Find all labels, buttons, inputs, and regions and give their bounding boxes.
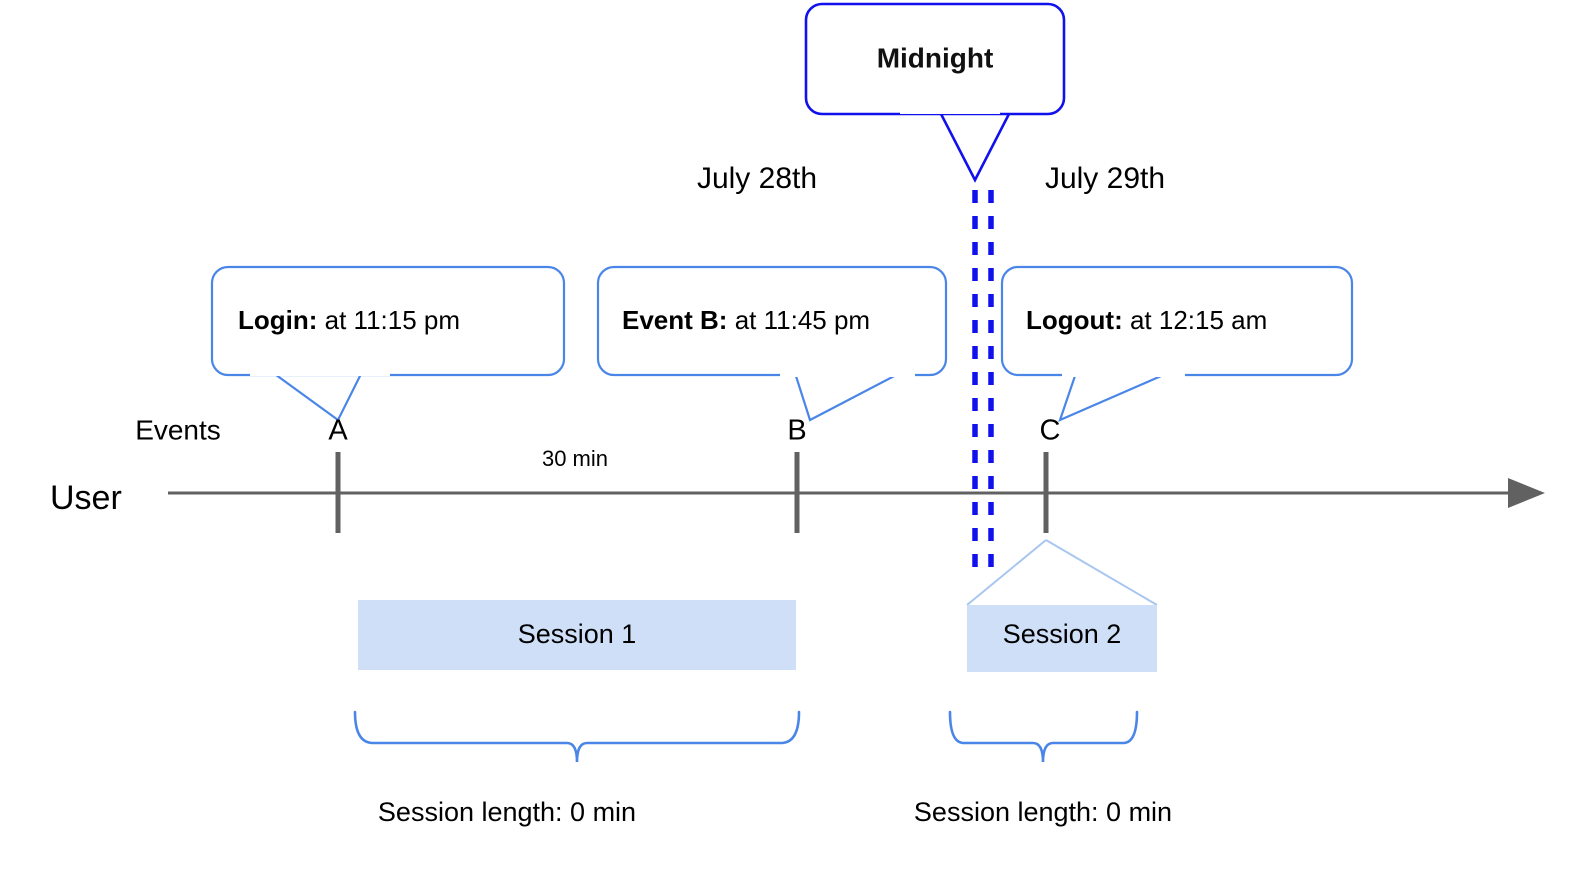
callout-event-b: Event B: at 11:45 pm [596, 265, 948, 422]
session-2-connector-left [966, 539, 1047, 606]
date-label-july-29: July 29th [1045, 162, 1165, 195]
callout-login-tail [268, 370, 364, 422]
callout-login-text: Login: at 11:15 pm [238, 305, 460, 335]
date-label-july-28: July 28th [697, 162, 817, 195]
marker-label-c: C [1040, 415, 1061, 447]
callout-logout-tail [1058, 371, 1169, 423]
session-2-connector [966, 539, 1158, 606]
session-bar-2: Session 2 [967, 605, 1157, 672]
session-2-length-label: Session length: 0 min [914, 797, 1172, 827]
callout-login: Login: at 11:15 pm [210, 265, 566, 422]
session-bar-1-label: Session 1 [518, 619, 637, 649]
callout-event-b-tail [793, 371, 901, 422]
midnight-callout-label: Midnight [877, 42, 994, 73]
marker-label-b: B [787, 415, 806, 447]
callout-logout-text: Logout: at 12:15 am [1026, 305, 1267, 335]
session-2-brace [948, 710, 1139, 763]
callout-event-b-text: Event B: at 11:45 pm [622, 305, 870, 335]
callout-event-b-box [596, 265, 948, 377]
midnight-callout: Midnight [804, 2, 1066, 183]
timeline-axis-arrowhead [1508, 478, 1545, 508]
marker-label-a: A [328, 415, 348, 447]
callout-event-b-lead: Event B: [622, 305, 727, 335]
session-2-connector-right [1045, 539, 1158, 606]
callout-login-detail: at 11:15 pm [317, 305, 460, 335]
user-row-label: User [50, 479, 122, 517]
callout-logout-detail: at 12:15 am [1123, 305, 1268, 335]
timeline-axis [168, 452, 1545, 533]
session-1-brace [353, 710, 801, 763]
gap-duration-label: 30 min [542, 446, 608, 471]
session-bar-1-rect [358, 600, 796, 670]
session-bar-2-rect [967, 605, 1157, 672]
callout-login-lead: Login: [238, 305, 317, 335]
callout-logout-lead: Logout: [1026, 305, 1123, 335]
events-row-label: Events [135, 414, 221, 445]
midnight-divider [972, 190, 994, 580]
midnight-callout-tail [937, 110, 1013, 183]
session-1-length-label: Session length: 0 min [378, 797, 636, 827]
callout-logout: Logout: at 12:15 am [1000, 265, 1354, 423]
session-bar-1: Session 1 [358, 600, 796, 670]
callout-event-b-detail: at 11:45 pm [727, 305, 870, 335]
session-bar-2-label: Session 2 [1003, 619, 1122, 649]
